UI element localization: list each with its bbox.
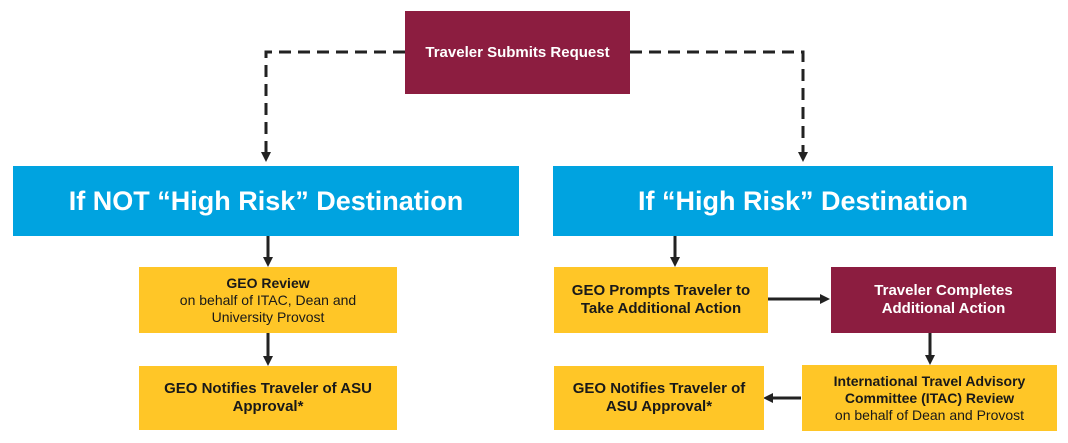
geo-prompts-label: GEO Prompts Traveler to Take Additional … [571,282,751,317]
geo-notifies-right-box: GEO Notifies Traveler of ASU Approval* [554,366,764,430]
traveler-submits-request-label: Traveler Submits Request [425,43,610,61]
traveler-completes-box: Traveler Completes Additional Action [831,267,1056,333]
dashed-arrow-to-high-risk [630,50,808,162]
itac-review-subtitle: on behalf of Dean and Provost [834,406,1025,423]
geo-notifies-right-label: GEO Notifies Traveler of ASU Approval* [572,380,746,415]
dashed-arrow-to-not-high-risk [261,50,405,162]
geo-notifies-left-label: GEO Notifies Traveler of ASU Approval* [164,380,372,415]
high-risk-box: If “High Risk” Destination [553,166,1053,236]
geo-notifies-left-box: GEO Notifies Traveler of ASU Approval* [139,366,397,430]
itac-review-box: International Travel Advisory Committee … [802,365,1057,431]
geo-review-subtitle: on behalf of ITAC, Dean and University P… [179,291,357,325]
geo-review-title: GEO Review [226,274,310,291]
not-high-risk-box: If NOT “High Risk” Destination [13,166,519,236]
high-risk-label: If “High Risk” Destination [637,185,969,216]
itac-review-title: International Travel Advisory Committee … [833,372,1026,406]
geo-review-box: GEO Review on behalf of ITAC, Dean and U… [139,267,397,333]
traveler-submits-request-box: Traveler Submits Request [405,11,630,94]
not-high-risk-label: If NOT “High Risk” Destination [68,185,464,216]
geo-prompts-box: GEO Prompts Traveler to Take Additional … [554,267,768,333]
traveler-completes-label: Traveler Completes Additional Action [874,282,1013,317]
